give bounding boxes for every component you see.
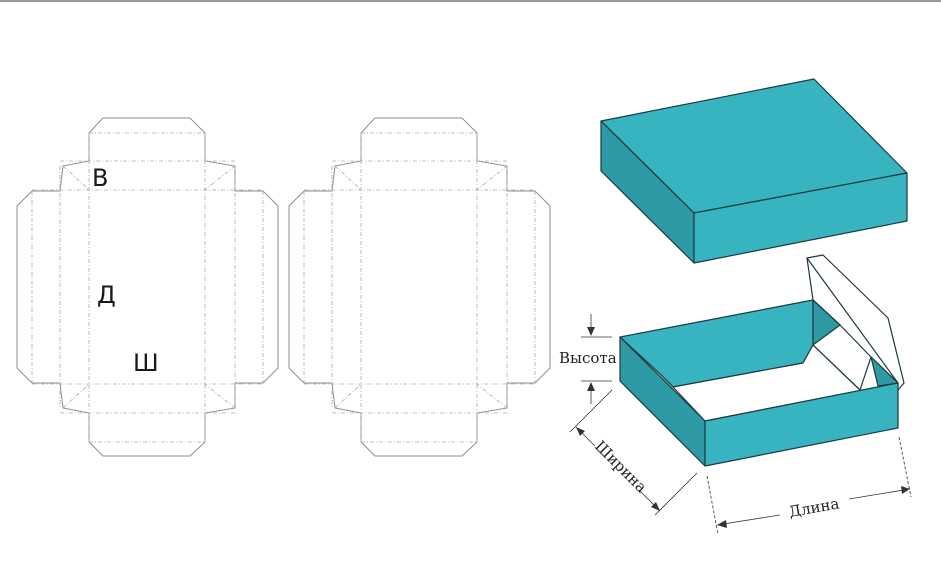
box-lid bbox=[600, 78, 908, 264]
top-border bbox=[0, 0, 941, 2]
net-label-length: Д bbox=[97, 281, 116, 309]
net-label-width: Ш bbox=[133, 349, 159, 377]
net-label-height: В bbox=[92, 164, 108, 192]
dimension-label-height: Высота bbox=[559, 349, 617, 367]
box-base bbox=[619, 254, 905, 467]
dimension-label-length: Длина bbox=[788, 494, 841, 521]
dimension-label-width: Ширина bbox=[591, 437, 650, 496]
box-net-labeled: В Д Ш bbox=[16, 117, 279, 457]
dimension-height: Высота bbox=[559, 314, 617, 404]
box-net-plain bbox=[288, 117, 551, 457]
